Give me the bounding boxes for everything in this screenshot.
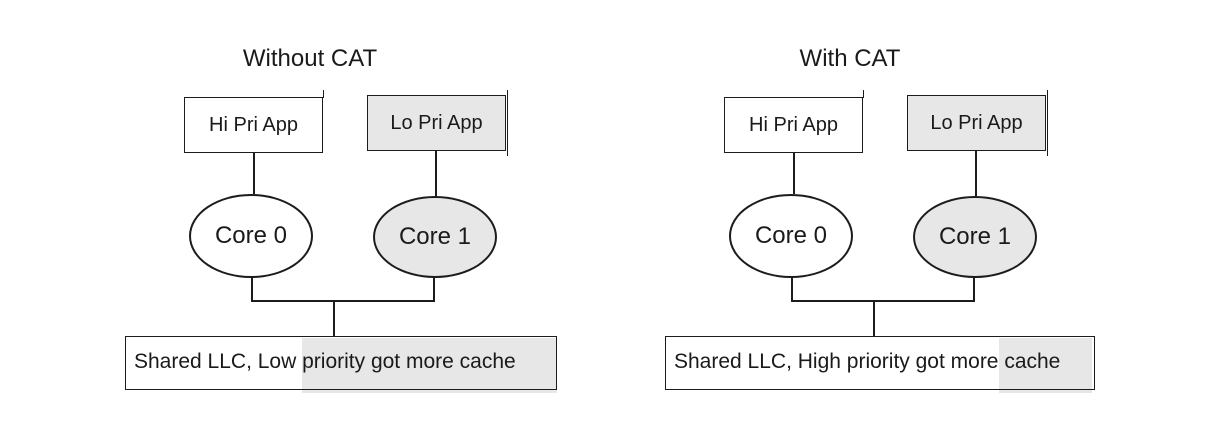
connector-core1-to-join	[433, 276, 435, 301]
core1-label: Core 1	[938, 223, 1012, 250]
llc-label: Shared LLC, High priority got more cache	[674, 350, 1061, 373]
connector-lo-pri-to-core1	[435, 151, 437, 196]
connector-core0-to-join	[251, 276, 253, 301]
lo-pri-app-label: Lo Pri App	[930, 111, 1023, 134]
lo-pri-app-label: Lo Pri App	[390, 111, 483, 134]
connector-stem-to-llc	[873, 301, 875, 341]
diagram-with-cat: With CAT Hi Pri App Lo Pri App Core 0 Co…	[665, 0, 1095, 427]
cache-allocation-gray-region	[302, 338, 557, 393]
connector-core0-to-join	[791, 276, 793, 301]
connector-core1-to-join	[973, 276, 975, 301]
diagram-without-cat: Without CAT Hi Pri App Lo Pri App Core 0…	[125, 0, 557, 427]
hi-pri-app-box: Hi Pri App	[724, 90, 864, 153]
llc-bar-border	[665, 336, 1095, 390]
lo-pri-app-box: Lo Pri App	[907, 90, 1048, 156]
core0-ellipse: Core 0	[729, 194, 853, 278]
connector-join-line	[791, 300, 975, 302]
connector-join-line	[251, 300, 435, 302]
connector-lo-pri-to-core1	[975, 151, 977, 196]
hi-pri-app-box: Hi Pri App	[184, 90, 324, 153]
core1-ellipse: Core 1	[373, 196, 497, 278]
shared-llc-bar: Shared LLC, High priority got more cache	[665, 336, 1095, 393]
core1-label: Core 1	[398, 223, 472, 250]
core0-label: Core 0	[214, 222, 288, 249]
diagram-title: Without CAT	[242, 45, 378, 72]
core1-ellipse: Core 1	[913, 196, 1037, 278]
connector-hi-pri-to-core0	[253, 153, 255, 194]
shared-llc-bar: Shared LLC, Low priority got more cache	[125, 336, 557, 393]
core0-ellipse: Core 0	[189, 194, 313, 278]
llc-label: Shared LLC, Low priority got more cache	[134, 350, 516, 373]
hi-pri-app-label: Hi Pri App	[209, 113, 298, 136]
core0-label: Core 0	[754, 222, 828, 249]
cache-allocation-gray-region	[999, 338, 1092, 393]
lo-pri-app-box: Lo Pri App	[367, 90, 508, 156]
connector-hi-pri-to-core0	[793, 153, 795, 194]
llc-bar-border	[125, 336, 557, 390]
connector-stem-to-llc	[333, 301, 335, 341]
hi-pri-app-label: Hi Pri App	[749, 113, 838, 136]
diagram-title: With CAT	[799, 45, 901, 72]
